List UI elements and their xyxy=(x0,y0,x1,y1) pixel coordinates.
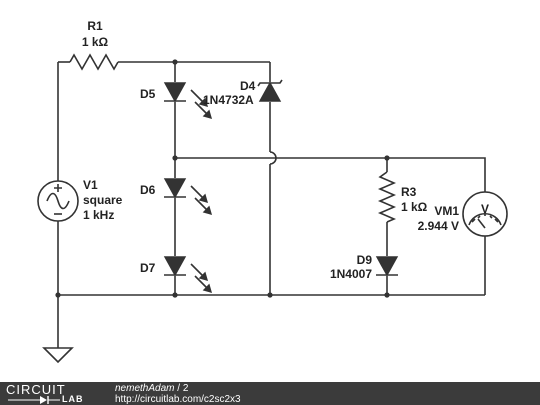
voltage-source-v1-circle xyxy=(37,180,79,222)
d6-name-label: D6 xyxy=(140,183,156,197)
vm1-name-label: VM1 xyxy=(434,204,459,218)
plus-icon xyxy=(54,184,62,192)
node-bottom-zener xyxy=(267,292,273,298)
led-d7[interactable] xyxy=(163,256,213,294)
schematic-canvas: R1 1 kΩ D5 D6 D7 D4 1N4732A xyxy=(37,19,508,364)
node-middle-r3 xyxy=(384,155,390,161)
diode-d9-triangle xyxy=(375,256,399,277)
node-middle-led xyxy=(172,155,178,161)
led-d6-triangle xyxy=(163,178,187,199)
circuitlab-logo-text: CIRCUIT xyxy=(6,382,66,397)
led-d6-ray-2-head xyxy=(202,205,213,216)
voltmeter-symbol: V xyxy=(481,202,489,216)
author-link[interactable]: nemethAdam xyxy=(115,383,175,394)
d5-name-label: D5 xyxy=(140,87,156,101)
led-d5[interactable] xyxy=(163,82,213,120)
r3-name-label: R3 xyxy=(401,185,417,199)
voltmeter-vm1[interactable]: V xyxy=(462,191,508,237)
node-top-d5 xyxy=(172,59,178,65)
diode-d9[interactable] xyxy=(375,256,399,277)
zener-d4-triangle xyxy=(258,81,282,102)
v1-name-label: V1 xyxy=(83,178,98,192)
r1-value-label: 1 kΩ xyxy=(82,35,109,49)
circuit-number: 2 xyxy=(182,383,189,394)
footer-bar: CIRCUIT LAB nemethAdam / 2 http://circui… xyxy=(0,382,540,405)
wire-middle xyxy=(175,157,486,192)
resistor-r3-zigzag xyxy=(377,171,397,223)
led-d7-triangle xyxy=(163,256,187,277)
title-separator: / xyxy=(174,383,183,394)
zener-d4[interactable] xyxy=(257,79,283,102)
footer-title: nemethAdam / 2 xyxy=(115,383,188,394)
gauge-needle-icon xyxy=(477,218,486,229)
d4-name-label: D4 xyxy=(240,79,256,93)
d9-name-label: D9 xyxy=(357,253,373,267)
node-bottom-d9 xyxy=(384,292,390,298)
d9-part-label: 1N4007 xyxy=(330,267,372,281)
node-bottom-left xyxy=(55,292,61,298)
voltmeter-vm1-circle xyxy=(462,191,508,237)
resistor-r3[interactable] xyxy=(377,171,397,223)
r3-value-label: 1 kΩ xyxy=(401,200,428,214)
junction-nodes xyxy=(55,59,390,298)
node-bottom-led xyxy=(172,292,178,298)
ground-icon xyxy=(42,347,74,364)
circuit-schematic: R1 1 kΩ D5 D6 D7 D4 1N4732A xyxy=(37,19,508,364)
resistor-r1-zigzag xyxy=(69,53,119,71)
ground-symbol[interactable] xyxy=(42,347,74,364)
led-d6-ray-1-head xyxy=(198,193,209,204)
voltage-source-v1[interactable] xyxy=(37,180,79,222)
d7-name-label: D7 xyxy=(140,261,156,275)
vm1-reading-label: 2.944 V xyxy=(418,219,459,233)
circuitlab-logo-lab: LAB xyxy=(62,394,84,404)
led-d5-triangle xyxy=(163,82,187,103)
v1-type-label: square xyxy=(83,193,123,207)
led-d6[interactable] xyxy=(163,178,213,216)
gauge-ticks-icon xyxy=(471,213,499,223)
led-d5-ray-1-head xyxy=(198,97,209,108)
led-d7-ray-2-head xyxy=(202,283,213,294)
resistor-r1[interactable] xyxy=(69,53,119,71)
r1-name-label: R1 xyxy=(87,19,103,33)
circuit-url-link[interactable]: http://circuitlab.com/c2sc2x3 xyxy=(115,394,241,405)
logo-diode-icon xyxy=(8,396,60,404)
v1-freq-label: 1 kHz xyxy=(83,208,114,222)
led-d7-ray-1-head xyxy=(198,271,209,282)
d4-part-label: 1N4732A xyxy=(203,93,254,107)
zener-d4-bar xyxy=(257,79,283,87)
led-d5-ray-2-head xyxy=(202,109,213,120)
sine-wave-icon xyxy=(46,192,70,210)
